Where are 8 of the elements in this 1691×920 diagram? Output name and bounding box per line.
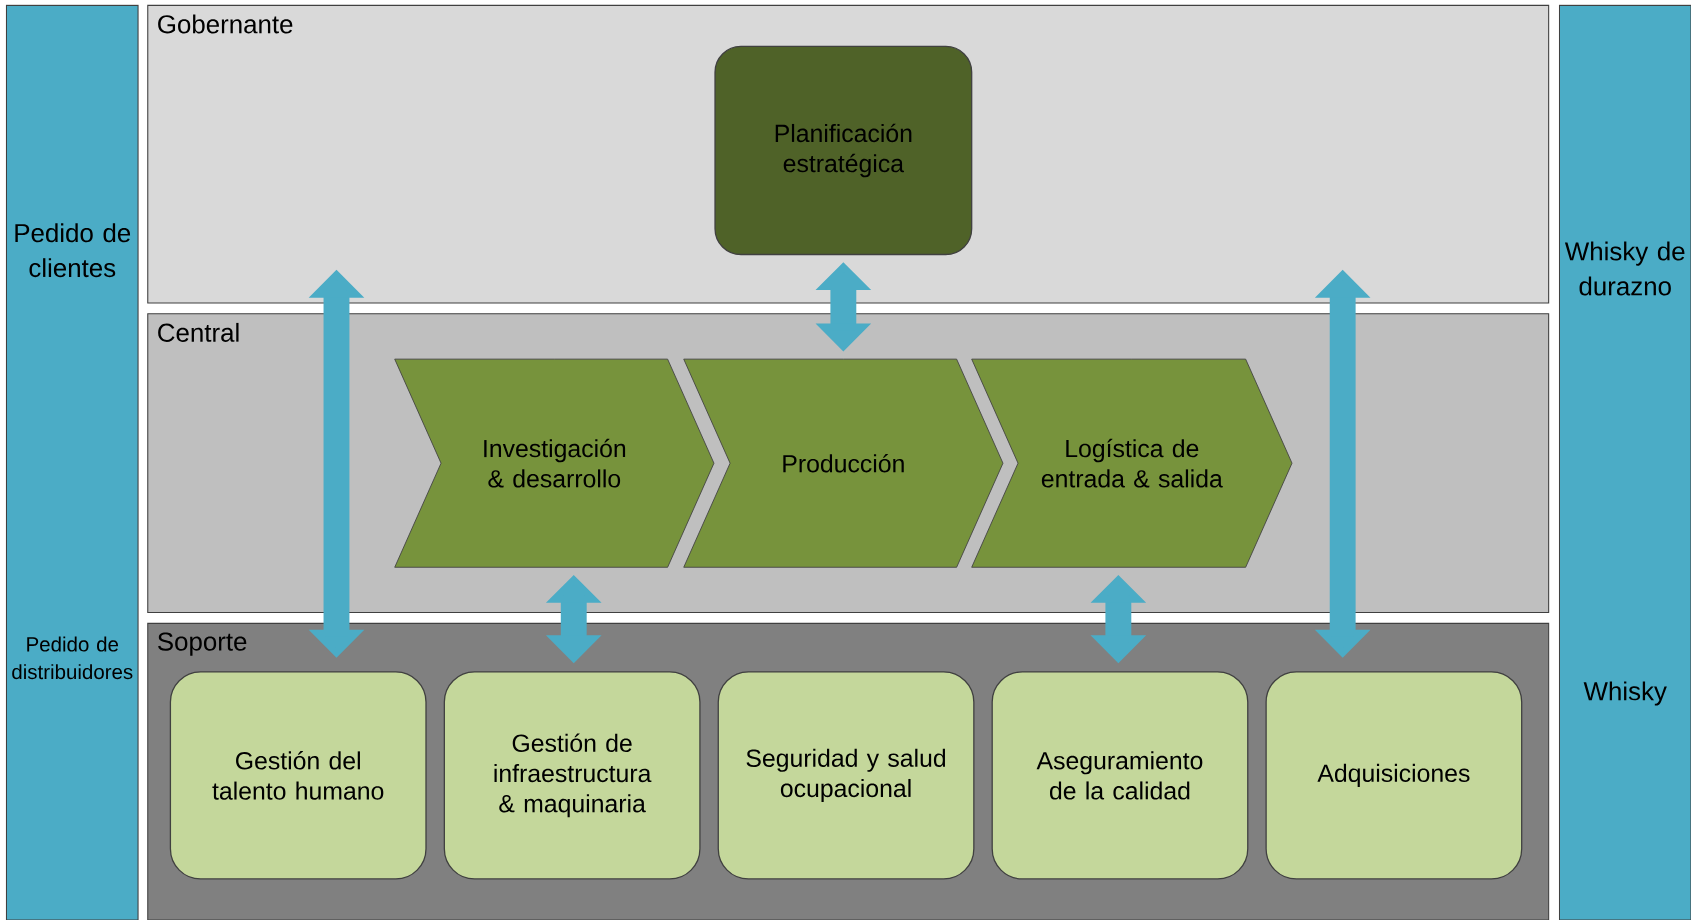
rounded-box: Seguridad y salud ocupacional [717, 671, 975, 880]
side-band: Pedido de clientes Pedido de distribuidores [5, 4, 139, 920]
side-band: Whisky de durazno Whisky [1558, 4, 1691, 920]
rounded-box: Planificación estratégica [714, 45, 973, 256]
rounded-box: Adquisiciones [1265, 671, 1523, 880]
rounded-box: Gestión del talento humano [169, 671, 427, 880]
rounded-box: Gestión de infraestructura & maquinaria [443, 671, 701, 880]
rounded-box: Aseguramiento de la calidad [991, 671, 1249, 880]
